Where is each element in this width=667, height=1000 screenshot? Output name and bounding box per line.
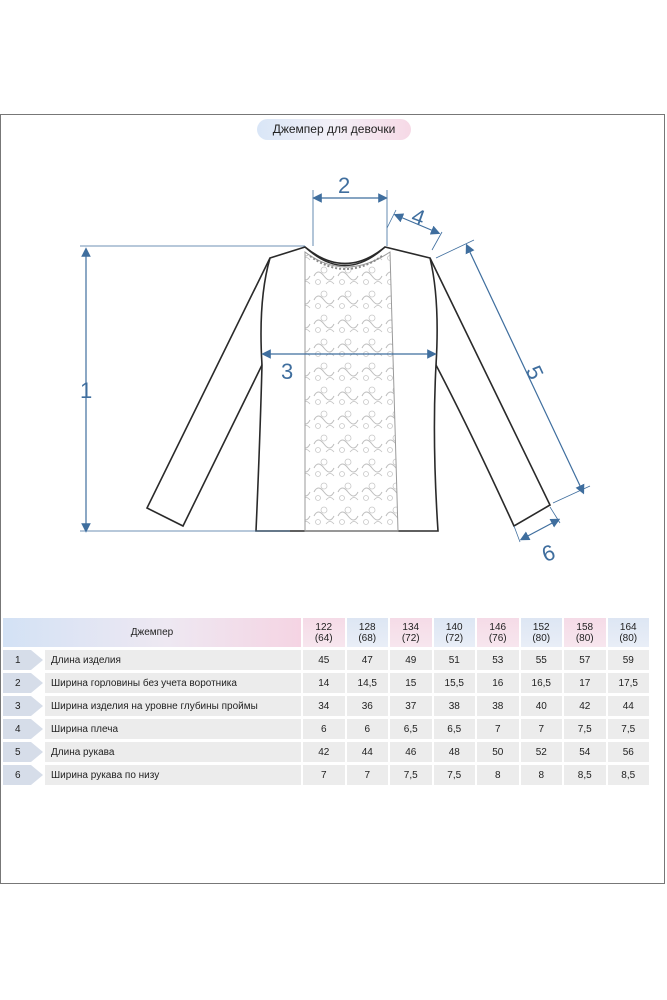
measure-label-5: 5 (521, 362, 549, 384)
row-number-badge: 2 (3, 673, 43, 693)
table-cell: 44 (346, 742, 388, 762)
table-row: 5 Длина рукава 42 44 46 48 50 52 54 56 (3, 742, 664, 762)
table-row: 4 Ширина плеча 6 6 6,5 6,5 7 7 7,5 7,5 (3, 719, 664, 739)
table-cell: 42 (303, 742, 345, 762)
row-number-badge: 5 (3, 742, 43, 762)
table-cell: 7,5 (564, 719, 606, 739)
row-name: Ширина рукава по низу (45, 765, 301, 785)
size-table: Джемпер 122(64) 128(68) 134(72) 140(72) … (3, 618, 664, 788)
table-cell: 14,5 (346, 673, 388, 693)
row-name: Ширина плеча (45, 719, 301, 739)
table-cell: 50 (477, 742, 519, 762)
table-cell: 54 (564, 742, 606, 762)
table-cell: 42 (564, 696, 606, 716)
row-name: Длина изделия (45, 650, 301, 670)
table-cell: 38 (477, 696, 519, 716)
table-cell: 37 (390, 696, 432, 716)
size-header: 158(80) (564, 618, 606, 647)
garment-drawing: 1 2 3 4 5 6 (80, 173, 591, 567)
table-cell: 53 (477, 650, 519, 670)
size-header: 152(80) (520, 618, 562, 647)
row-number-badge: 1 (3, 650, 43, 670)
table-row: 2 Ширина горловины без учета воротника 1… (3, 673, 664, 693)
row-name: Длина рукава (45, 742, 301, 762)
measurement-lines (80, 190, 591, 543)
row-number-badge: 3 (3, 696, 43, 716)
measure-label-4: 4 (408, 203, 428, 231)
table-cell: 7 (477, 719, 519, 739)
table-cell: 40 (520, 696, 562, 716)
table-cell: 57 (564, 650, 606, 670)
size-header: 146(76) (477, 618, 519, 647)
table-cell: 15,5 (433, 673, 475, 693)
row-name: Ширина изделия на уровне глубины проймы (45, 696, 301, 716)
table-cell: 7,5 (433, 765, 475, 785)
table-cell: 14 (303, 673, 345, 693)
size-header: 134(72) (390, 618, 432, 647)
table-row: 3 Ширина изделия на уровне глубины пройм… (3, 696, 664, 716)
page-title: Джемпер для девочки (257, 119, 411, 140)
measure-label-3: 3 (281, 359, 293, 384)
size-table-header: Джемпер 122(64) 128(68) 134(72) 140(72) … (3, 618, 664, 647)
table-cell: 56 (607, 742, 649, 762)
measure-label-1: 1 (80, 378, 92, 403)
table-cell: 7,5 (390, 765, 432, 785)
table-cell: 36 (346, 696, 388, 716)
table-cell: 59 (607, 650, 649, 670)
table-cell: 7,5 (607, 719, 649, 739)
table-cell: 17 (564, 673, 606, 693)
table-row: 1 Длина изделия 45 47 49 51 53 55 57 59 (3, 650, 664, 670)
table-cell: 51 (433, 650, 475, 670)
table-cell: 38 (433, 696, 475, 716)
table-cell: 8 (477, 765, 519, 785)
size-header: 140(72) (433, 618, 475, 647)
table-cell: 52 (520, 742, 562, 762)
table-cell: 7 (303, 765, 345, 785)
table-cell: 45 (303, 650, 345, 670)
lace-panel (304, 251, 399, 532)
row-number-badge: 6 (3, 765, 43, 785)
size-header: 164(80) (607, 618, 649, 647)
table-cell: 7 (346, 765, 388, 785)
neckline-trim (309, 255, 383, 270)
table-cell: 47 (346, 650, 388, 670)
table-cell: 8,5 (564, 765, 606, 785)
table-row: 6 Ширина рукава по низу 7 7 7,5 7,5 8 8 … (3, 765, 664, 785)
table-cell: 6,5 (433, 719, 475, 739)
table-cell: 15 (390, 673, 432, 693)
table-cell: 55 (520, 650, 562, 670)
table-cell: 17,5 (607, 673, 649, 693)
table-cell: 48 (433, 742, 475, 762)
measure-label-6: 6 (538, 539, 558, 567)
row-number-badge: 4 (3, 719, 43, 739)
table-cell: 6 (303, 719, 345, 739)
table-cell: 8 (520, 765, 562, 785)
table-cell: 7 (520, 719, 562, 739)
table-cell: 44 (607, 696, 649, 716)
neckline (304, 246, 386, 267)
content-frame (0, 114, 665, 884)
table-header-label: Джемпер (3, 618, 301, 647)
table-cell: 16 (477, 673, 519, 693)
size-header: 122(64) (303, 618, 345, 647)
table-cell: 49 (390, 650, 432, 670)
table-cell: 8,5 (607, 765, 649, 785)
table-cell: 16,5 (520, 673, 562, 693)
size-header: 128(68) (346, 618, 388, 647)
table-cell: 34 (303, 696, 345, 716)
table-cell: 6,5 (390, 719, 432, 739)
row-name: Ширина горловины без учета воротника (45, 673, 301, 693)
measure-label-2: 2 (338, 173, 350, 198)
table-cell: 6 (346, 719, 388, 739)
table-cell: 46 (390, 742, 432, 762)
